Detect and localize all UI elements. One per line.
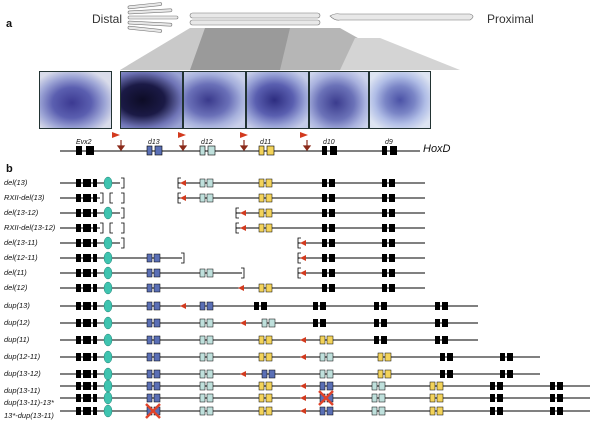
gene-label-d9: d9	[385, 139, 393, 146]
row-label-dup-11: dup(11)	[4, 335, 30, 344]
limb-schematic	[120, 2, 474, 70]
limb-photo-1	[39, 71, 112, 129]
row-label-del-13: del(13)	[4, 178, 28, 187]
gene-label-d10: d10	[323, 139, 335, 146]
row-label-del-12-11: del(12-11)	[4, 253, 38, 262]
row-label-13star-dup-13-11: 13*-dup(13-11)	[4, 411, 54, 420]
limb-photo-4	[246, 71, 309, 129]
limb-photo-6	[369, 71, 431, 129]
hoxd-cluster-diagram	[60, 132, 420, 156]
allele-schematics	[60, 176, 590, 420]
row-label-dup-13-12: dup(13-12)	[4, 369, 41, 378]
panel-a-letter: a	[6, 18, 13, 30]
row-label-dup-13-11: dup(13-11)	[4, 386, 41, 395]
limb-photo-2	[120, 71, 183, 129]
row-label-del-11: del(11)	[4, 268, 27, 277]
row-label-dup-12-11: dup(12-11)	[4, 352, 41, 361]
distal-label: Distal	[92, 12, 123, 26]
panel-b-letter: b	[6, 163, 13, 175]
row-label-del-13-12: del(13-12)	[4, 208, 39, 217]
row-label-del-13-11: del(13-11)	[4, 238, 38, 247]
row-label-dup-13: dup(13)	[4, 301, 30, 310]
hoxd-label: HoxD	[423, 143, 451, 155]
row-label-dup-13-11-13star: dup(13-11)-13*	[4, 398, 54, 407]
row-label-del-12: del(12)	[4, 283, 28, 292]
limb-photo-3	[183, 71, 246, 129]
gene-label-d12: d12	[201, 139, 213, 146]
proximal-label: Proximal	[487, 12, 534, 26]
row-label-rxii-del-13: RXII-del(13)	[4, 193, 45, 202]
gene-label-d11: d11	[260, 139, 272, 146]
gene-label-evx2: Evx2	[76, 139, 92, 146]
row-label-rxii-del-13-12: RXII-del(13-12)	[4, 223, 56, 232]
row-label-dup-12: dup(12)	[4, 318, 30, 327]
limb-photo-5	[309, 71, 369, 129]
gene-label-d13: d13	[148, 139, 160, 146]
